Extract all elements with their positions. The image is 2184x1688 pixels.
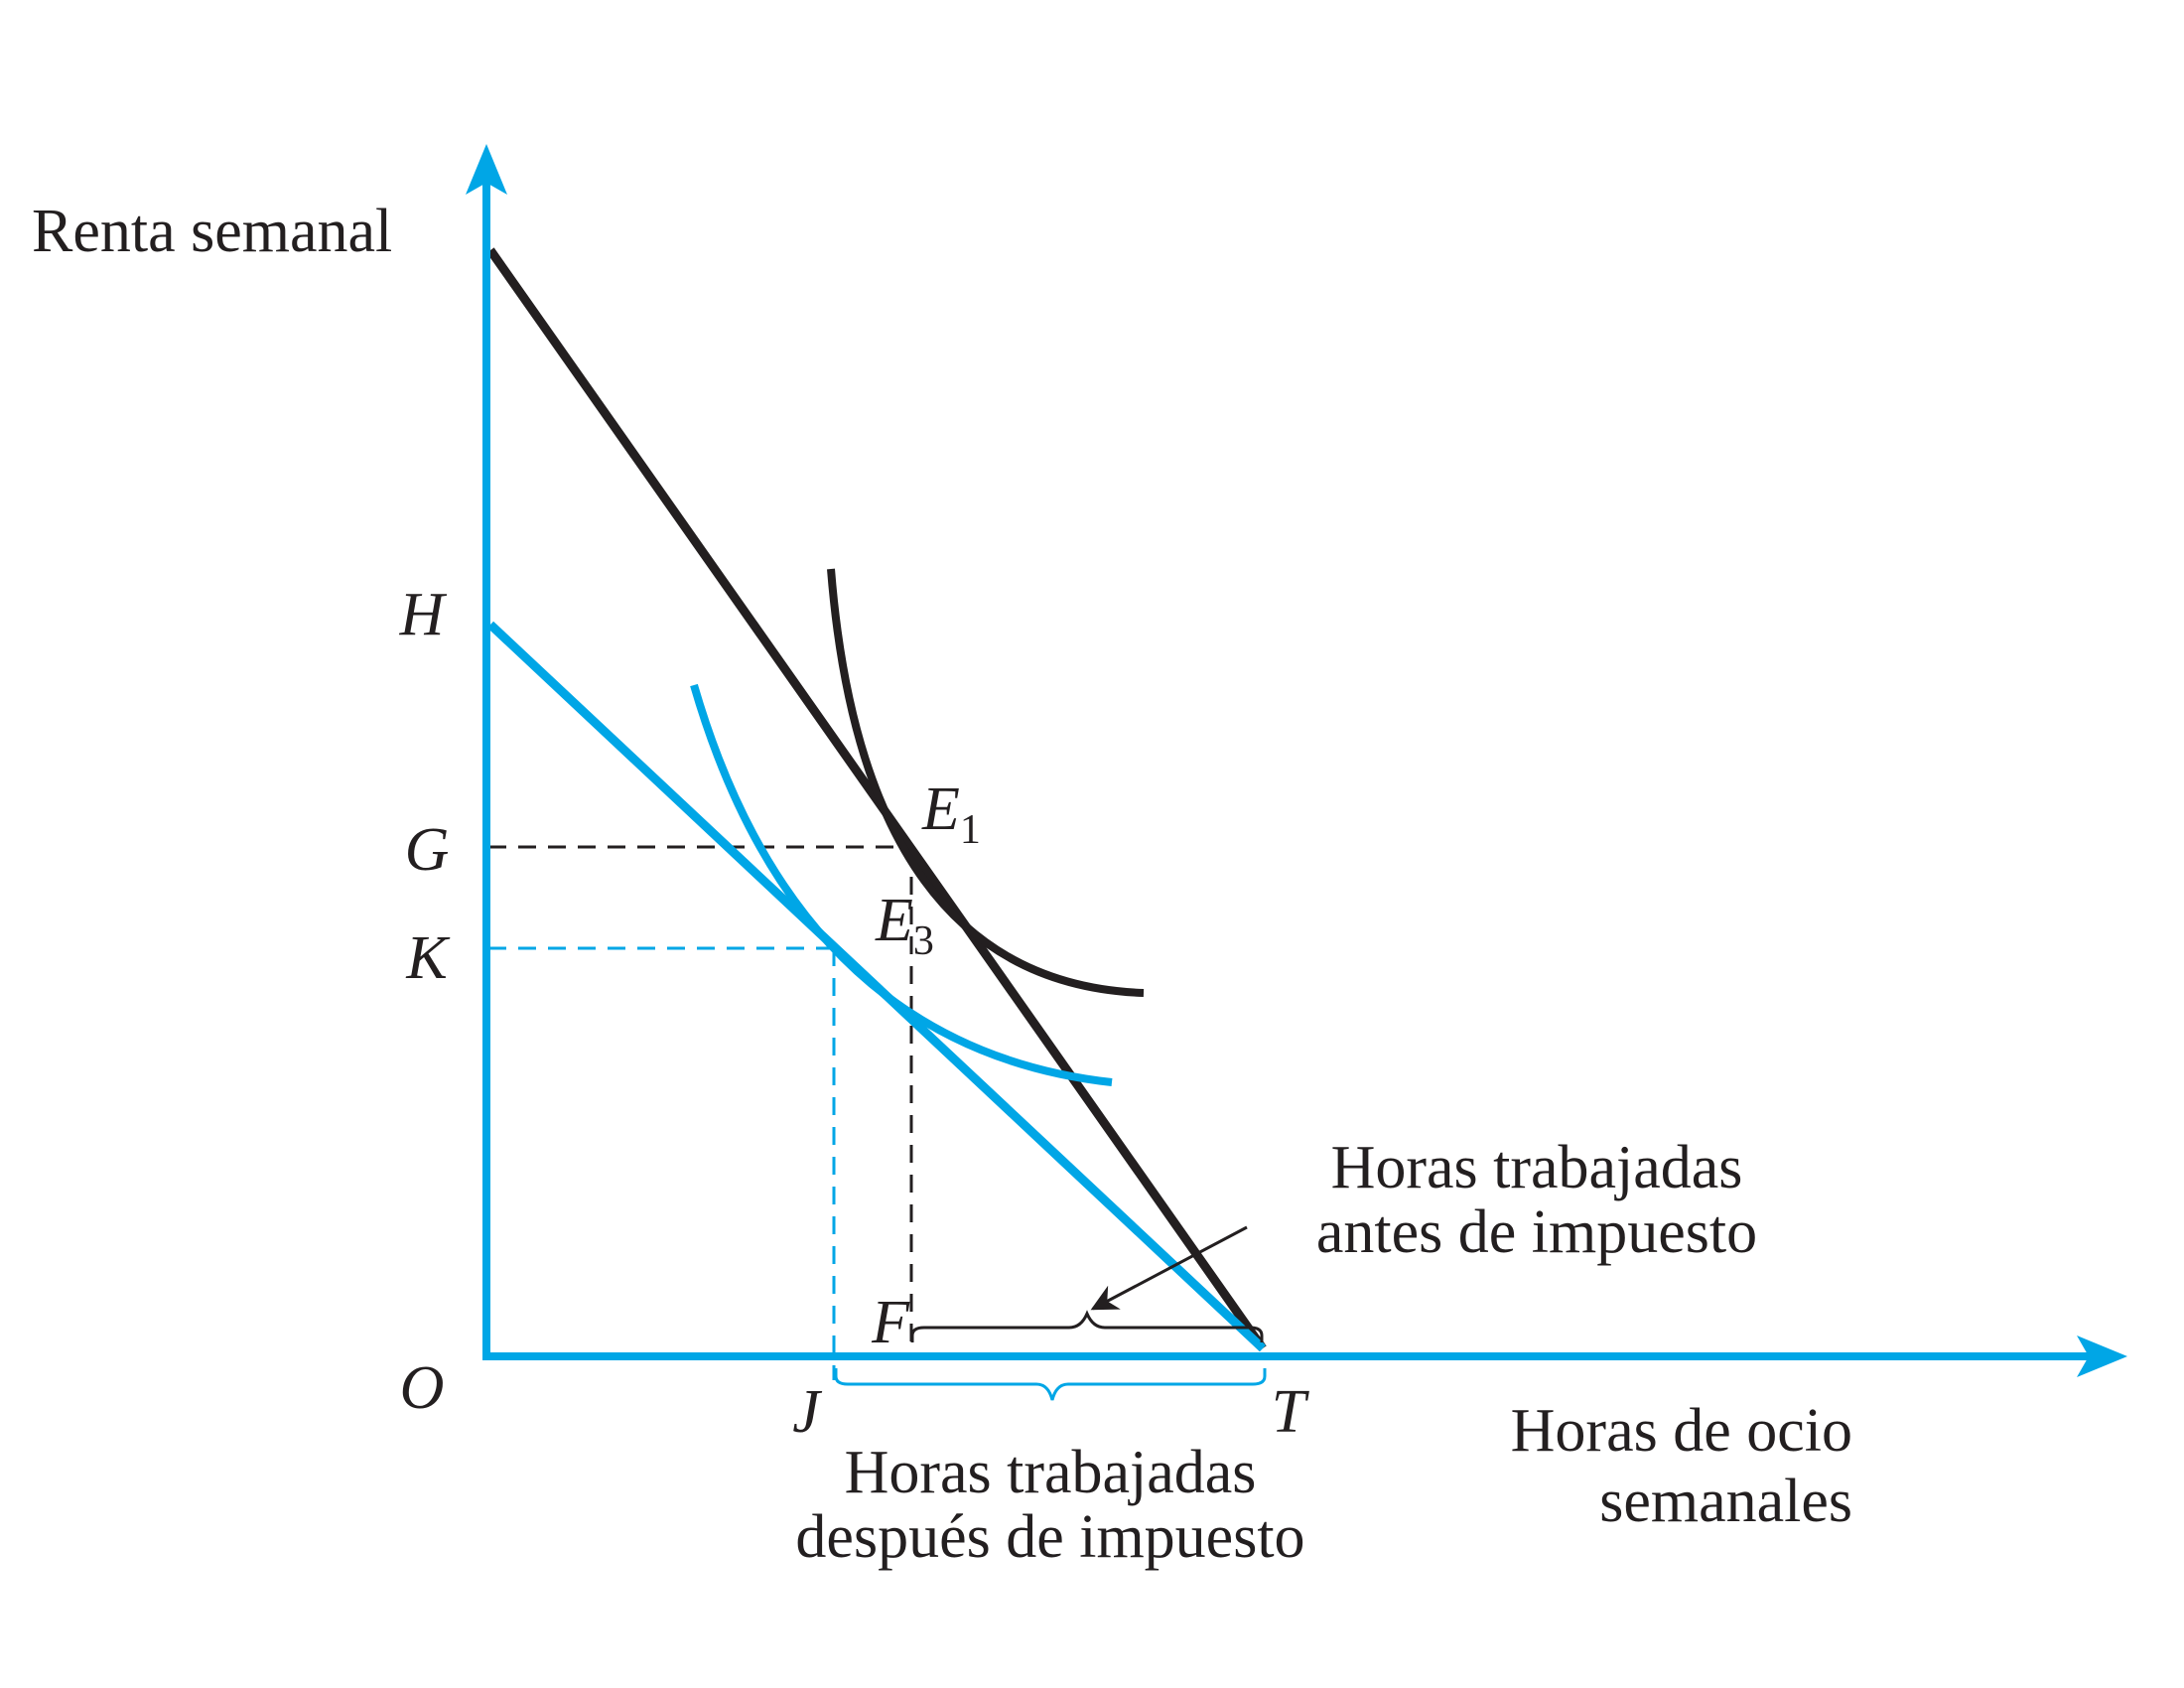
pointer-arrow <box>1090 1225 1248 1311</box>
annotation-before-tax-line1: Horas trabajadas <box>1331 1134 1743 1201</box>
annotation-before-tax-line2: antes de impuesto <box>1316 1198 1757 1266</box>
label-J: J <box>792 1378 822 1446</box>
brace-after-tax <box>834 1368 1267 1401</box>
x-axis-arrowhead <box>2077 1336 2127 1377</box>
label-K: K <box>405 924 451 992</box>
y-axis-arrowhead <box>466 144 507 195</box>
label-G: G <box>405 816 450 884</box>
indifference-curve-after-tax <box>690 683 1113 1086</box>
brace-before-tax <box>910 1310 1264 1342</box>
origin-label: O <box>400 1354 445 1422</box>
x-axis-title-line2: semanales <box>1599 1468 1852 1535</box>
label-E3-main: E <box>875 887 913 954</box>
label-T: T <box>1272 1378 1310 1446</box>
annotation-after-tax-line1: Horas trabajadas <box>845 1439 1257 1506</box>
annotation-after-tax-line2: después de impuesto <box>795 1503 1304 1571</box>
label-E1: E1 <box>921 775 981 853</box>
y-axis-title: Renta semanal <box>32 198 392 265</box>
x-axis-title-line1: Horas de ocio <box>1511 1397 1852 1465</box>
label-E1-main: E <box>921 775 960 843</box>
indifference-curve-before-tax <box>827 568 1145 997</box>
label-E3-sub: 3 <box>913 918 934 964</box>
label-E3: E3 <box>875 887 934 964</box>
label-F: F <box>871 1289 910 1356</box>
label-E1-sub: 1 <box>960 807 981 853</box>
label-H: H <box>399 581 448 648</box>
